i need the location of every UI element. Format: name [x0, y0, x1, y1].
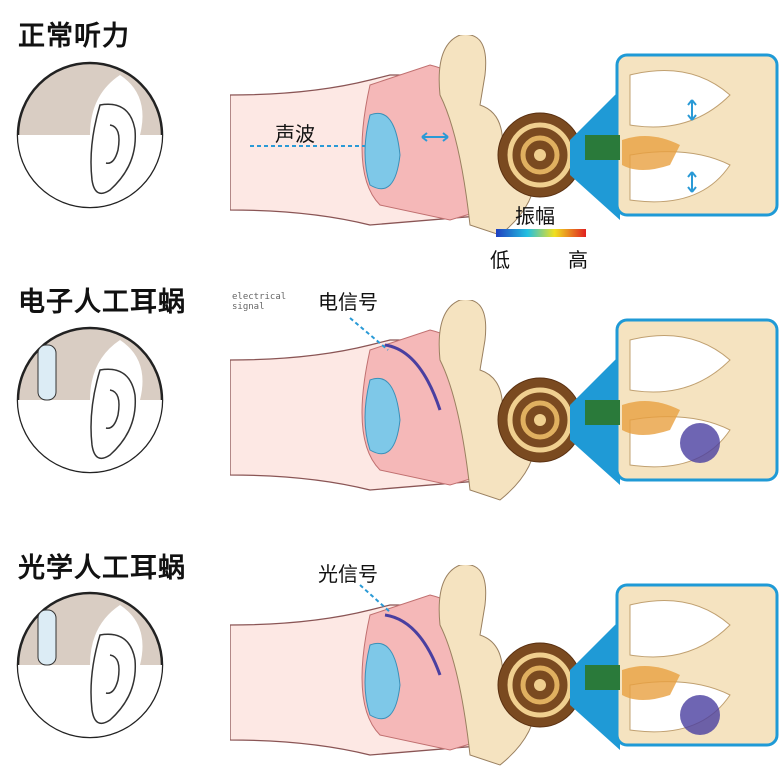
section-title-optical: 光学人工耳蜗 [18, 553, 186, 584]
sound-wave-label: 声波 [275, 122, 315, 146]
amplitude-colorbar [496, 229, 586, 237]
processor-icon [37, 344, 57, 401]
normal-hearing-panel [16, 35, 777, 238]
electrical-signal-label: 电信号 [318, 290, 378, 314]
optical-signal-label: 光信号 [318, 562, 378, 586]
ear-anatomy-illustration [230, 565, 777, 766]
section-title-electronic: 电子人工耳蜗 [18, 287, 186, 318]
amplitude-legend-title: 振幅 [515, 204, 555, 228]
electrical-signal-overlay-text: electrical signal [232, 292, 287, 312]
electrode-lead [384, 343, 442, 411]
ear-anatomy-illustration [230, 300, 777, 501]
electrode-icon [680, 423, 720, 463]
head-ear-illustration [16, 61, 164, 209]
amplitude-low-label: 低 [490, 248, 510, 272]
signal-arrow [349, 317, 389, 351]
vibration-arrow-icon [421, 132, 449, 142]
led-emitter-icon [680, 695, 720, 735]
updown-arrow-icon [687, 171, 697, 193]
amplitude-high-label: 高 [568, 248, 588, 272]
electronic-implant-panel [16, 300, 777, 501]
updown-arrow-icon [687, 99, 697, 121]
optical-implant-panel [16, 565, 777, 766]
processor-icon [37, 609, 57, 666]
optical-fiber-lead [384, 613, 442, 676]
section-title-normal: 正常听力 [18, 21, 130, 52]
